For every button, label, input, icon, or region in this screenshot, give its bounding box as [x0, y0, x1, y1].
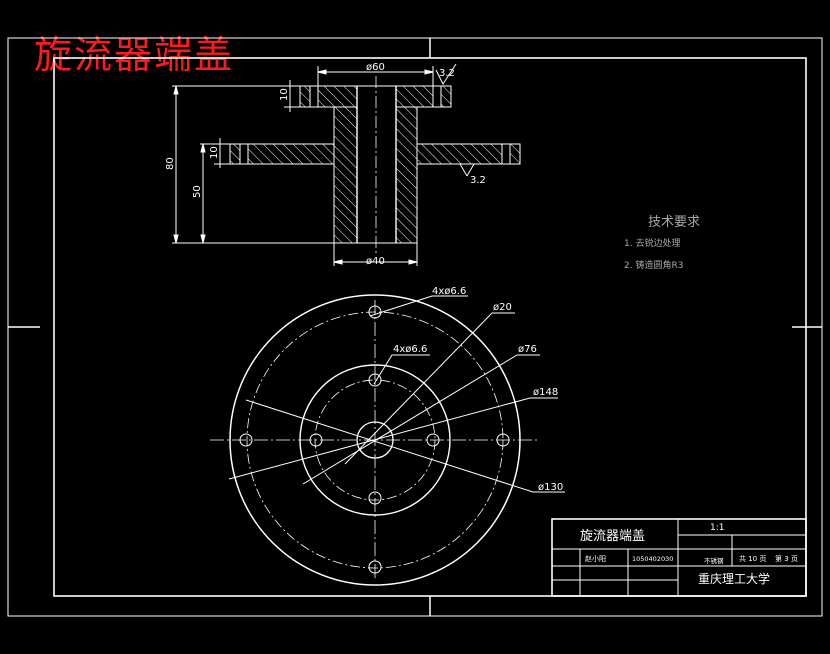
dim-top-flange-thickness: 10 — [279, 88, 290, 101]
callout-outer-holes: 4xø6.6 — [432, 286, 466, 297]
title-block-drawn-by: 赵小阳 — [585, 554, 606, 563]
title-block-material: 不锈钢 — [704, 556, 724, 565]
callout-inner-holes: 4xø6.6 — [393, 344, 427, 355]
title-block-student-id: 1050402030 — [632, 555, 673, 563]
dim-mid-flange-thickness: 10 — [209, 146, 220, 159]
callout-d148: ø148 — [533, 387, 558, 398]
callout-d76: ø76 — [518, 344, 537, 355]
title-block-scale: 1:1 — [710, 523, 724, 533]
title-block-part-name: 旋流器端盖 — [580, 529, 645, 544]
roughness-mid: 3.2 — [470, 175, 486, 186]
dim-total-height: 80 — [165, 157, 176, 170]
plan-view — [210, 294, 565, 586]
tech-requirement-1: 1. 去锐边处理 — [624, 237, 680, 249]
dim-flange-height: 50 — [192, 185, 203, 198]
dim-bottom-diameter: ø40 — [366, 256, 385, 267]
roughness-top: 3.2 — [439, 68, 455, 79]
section-view — [172, 63, 521, 266]
tech-requirements-heading: 技术要求 — [648, 215, 700, 230]
title-block-sheet-no: 第 3 页 — [775, 554, 798, 563]
callout-d130: ø130 — [538, 482, 563, 493]
dim-top-diameter: ø60 — [366, 62, 385, 73]
title-block-school: 重庆理工大学 — [698, 571, 770, 586]
drawing-title: 旋流器端盖 — [34, 33, 235, 77]
title-block — [551, 518, 807, 597]
tech-requirement-2: 2. 铸造圆角R3 — [624, 259, 683, 271]
inner-frame — [53, 57, 807, 597]
callout-d20: ø20 — [493, 302, 512, 313]
title-block-sheets: 共 10 页 — [739, 554, 766, 563]
